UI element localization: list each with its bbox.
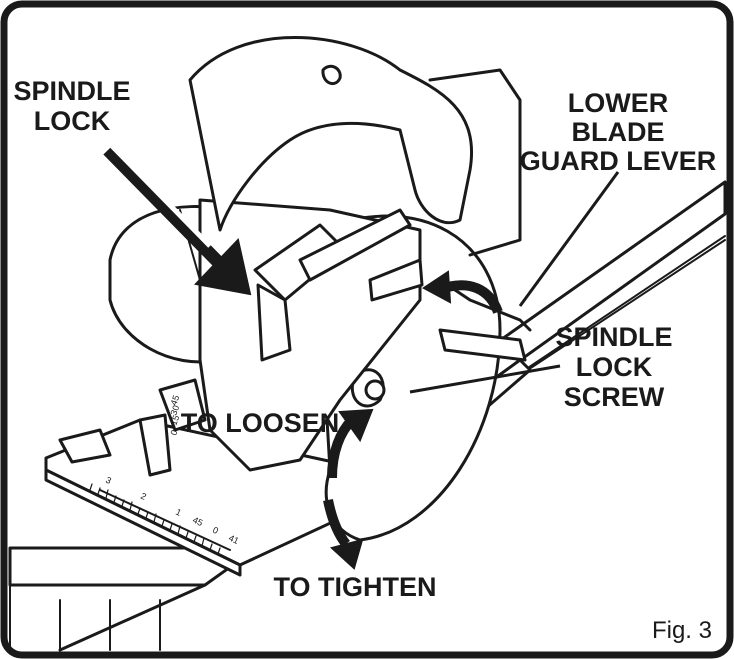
base-scale-mark: 1 [174, 507, 183, 518]
base-scale-mark: 45 [191, 515, 204, 528]
screw-label: LOCK [576, 352, 653, 382]
saw-drawing [8, 36, 727, 652]
screw-leader [409, 364, 561, 394]
guard-lever-label: LOWER [568, 88, 669, 118]
bevel-scale-mark: 30 [168, 404, 181, 417]
screw-label: SCREW [564, 382, 665, 412]
saw-body [198, 198, 424, 472]
saw-handle [188, 36, 522, 257]
curved-arrow-icon [422, 270, 503, 314]
base-ruler-ticks [89, 483, 221, 555]
spindle-lock-label: SPINDLE [13, 76, 130, 106]
bevel-adjust [58, 378, 207, 477]
curved-arrow-icon [323, 498, 364, 570]
bevel-scale-mark: 45 [168, 394, 181, 407]
curved-arrow-icon [327, 408, 374, 479]
figure-label: Fig. 3 [652, 617, 712, 644]
callout-labels: SPINDLE LOCK LOWER BLADE GUARD LEVER SPI… [13, 76, 716, 602]
base-scale-mark: 41 [227, 533, 240, 546]
screw-label: SPINDLE [555, 322, 672, 352]
guard-lever-leader [518, 171, 620, 307]
base-scale-mark: 3 [104, 475, 113, 486]
base-scale-mark: 2 [139, 491, 148, 502]
callout-arrow-icon [103, 144, 252, 296]
spindle-lock-label: LOCK [34, 106, 111, 136]
to-loosen-label: TO LOOSEN [181, 408, 340, 438]
bevel-scale: 45 30 15 0 [168, 394, 181, 437]
base-scale-mark: 0 [211, 525, 220, 536]
guard-lever-label: BLADE [572, 117, 665, 147]
base-scale: 3 2 1 45 0 41 [104, 475, 240, 546]
to-tighten-label: TO TIGHTEN [273, 572, 436, 602]
callout-pointers [103, 144, 620, 570]
bevel-scale-mark: 0 [168, 429, 179, 437]
bevel-scale-mark: 15 [168, 414, 181, 427]
guard-lever-label: GUARD LEVER [520, 146, 717, 176]
